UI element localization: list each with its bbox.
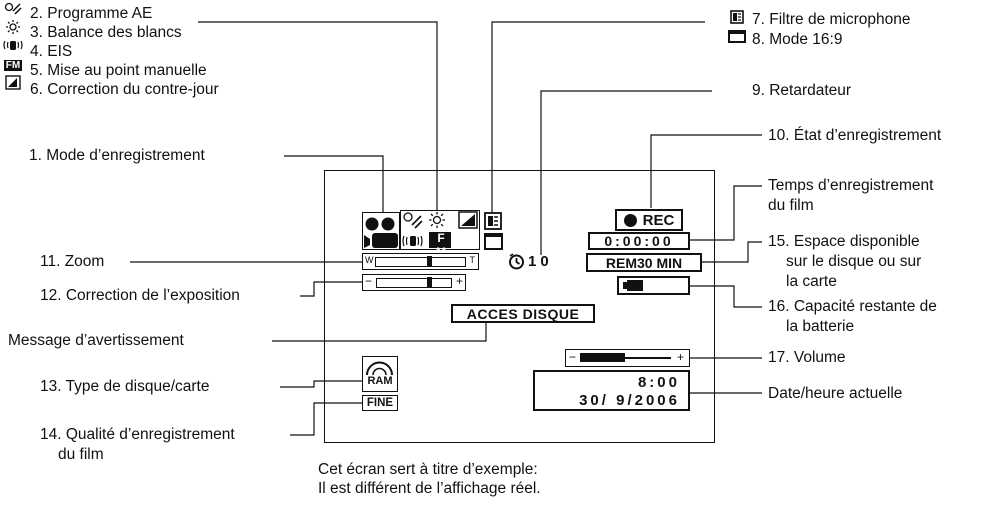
- quality-badge: FINE: [362, 395, 398, 411]
- exposure-indicator: [426, 277, 432, 288]
- label-battery-cont: la batterie: [786, 318, 855, 335]
- label-eis: 4. EIS: [30, 43, 73, 60]
- remaining-space: REM30 MIN: [586, 253, 702, 272]
- label-rec-time: Temps d’enregistrement: [768, 177, 934, 194]
- label-self-timer: 9. Retardateur: [752, 82, 852, 99]
- screen-mic-filter-icon: [484, 212, 502, 235]
- movie-mode-icon: [361, 211, 401, 251]
- white-balance-icon: [2, 20, 24, 40]
- label-quality: 14. Qualité d’enregistrement: [40, 426, 235, 443]
- volume-bar: − +: [565, 349, 690, 367]
- label-backlight: 6. Correction du contre-jour: [30, 81, 219, 98]
- label-rec-time-cont: du film: [768, 197, 814, 214]
- fm-indicator: F M: [436, 231, 446, 259]
- volume-fill: [580, 353, 625, 362]
- label-mic-filter: 7. Filtre de microphone: [752, 11, 911, 28]
- clock-date: 30/ 9/2006: [579, 392, 680, 409]
- ae-program-icon: [2, 2, 24, 20]
- screen-frame: [324, 170, 715, 443]
- label-exposure: 12. Correction de l’exposition: [40, 287, 240, 304]
- self-timer-icon: [509, 253, 524, 270]
- label-recording-mode: 1. Mode d’enregistrement: [29, 147, 205, 164]
- label-battery: 16. Capacité restante de: [768, 298, 937, 315]
- camera-settings-cluster: F M: [400, 210, 480, 259]
- screen-16-9-icon: [484, 233, 503, 255]
- label-rec-status: 10. État d’enregistrement: [768, 127, 942, 144]
- zoom-indicator: [427, 256, 432, 267]
- rec-time-counter: 0:00:00: [588, 232, 690, 250]
- rec-label: REC: [642, 211, 675, 229]
- label-disc-type: 13. Type de disque/carte: [40, 378, 210, 395]
- label-manual-focus: 5. Mise au point manuelle: [30, 62, 207, 79]
- disc-type-icon: RAM: [362, 356, 398, 392]
- exposure-bar: − +: [362, 274, 466, 291]
- clock-time: 8:00: [637, 374, 680, 391]
- eis-hand-icon: [2, 38, 24, 56]
- self-timer-value: 10: [528, 253, 553, 270]
- manual-focus-icon: FM: [3, 60, 23, 71]
- wide-16-9-icon: [726, 30, 748, 47]
- warning-message: ACCES DISQUE: [451, 304, 595, 323]
- label-warning: Message d’avertissement: [8, 332, 184, 349]
- label-volume: 17. Volume: [768, 349, 846, 366]
- self-timer-indicator: 10: [508, 253, 553, 270]
- note-line-2: Il est différent de l’affichage réel.: [318, 480, 541, 497]
- label-16-9: 8. Mode 16:9: [752, 31, 843, 48]
- mic-filter-icon: [726, 10, 748, 28]
- battery-gauge: [617, 276, 690, 295]
- label-free-space: 15. Espace disponible: [768, 233, 920, 250]
- rec-dot-icon: [623, 213, 637, 227]
- label-datetime: Date/heure actuelle: [768, 385, 903, 402]
- label-free-space-3: la carte: [786, 273, 837, 290]
- date-time-display: 8:00 30/ 9/2006: [533, 370, 690, 411]
- label-free-space-2: sur le disque ou sur: [786, 253, 922, 270]
- label-quality-cont: du film: [58, 446, 104, 463]
- label-zoom: 11. Zoom: [40, 253, 105, 270]
- label-ae-program: 2. Programme AE: [30, 5, 153, 22]
- rec-status: REC: [615, 209, 683, 231]
- zoom-bar: W T: [362, 253, 479, 270]
- label-white-balance: 3. Balance des blancs: [30, 24, 182, 41]
- backlight-icon: [2, 75, 24, 94]
- note-line-1: Cet écran sert à titre d’exemple:: [318, 461, 538, 478]
